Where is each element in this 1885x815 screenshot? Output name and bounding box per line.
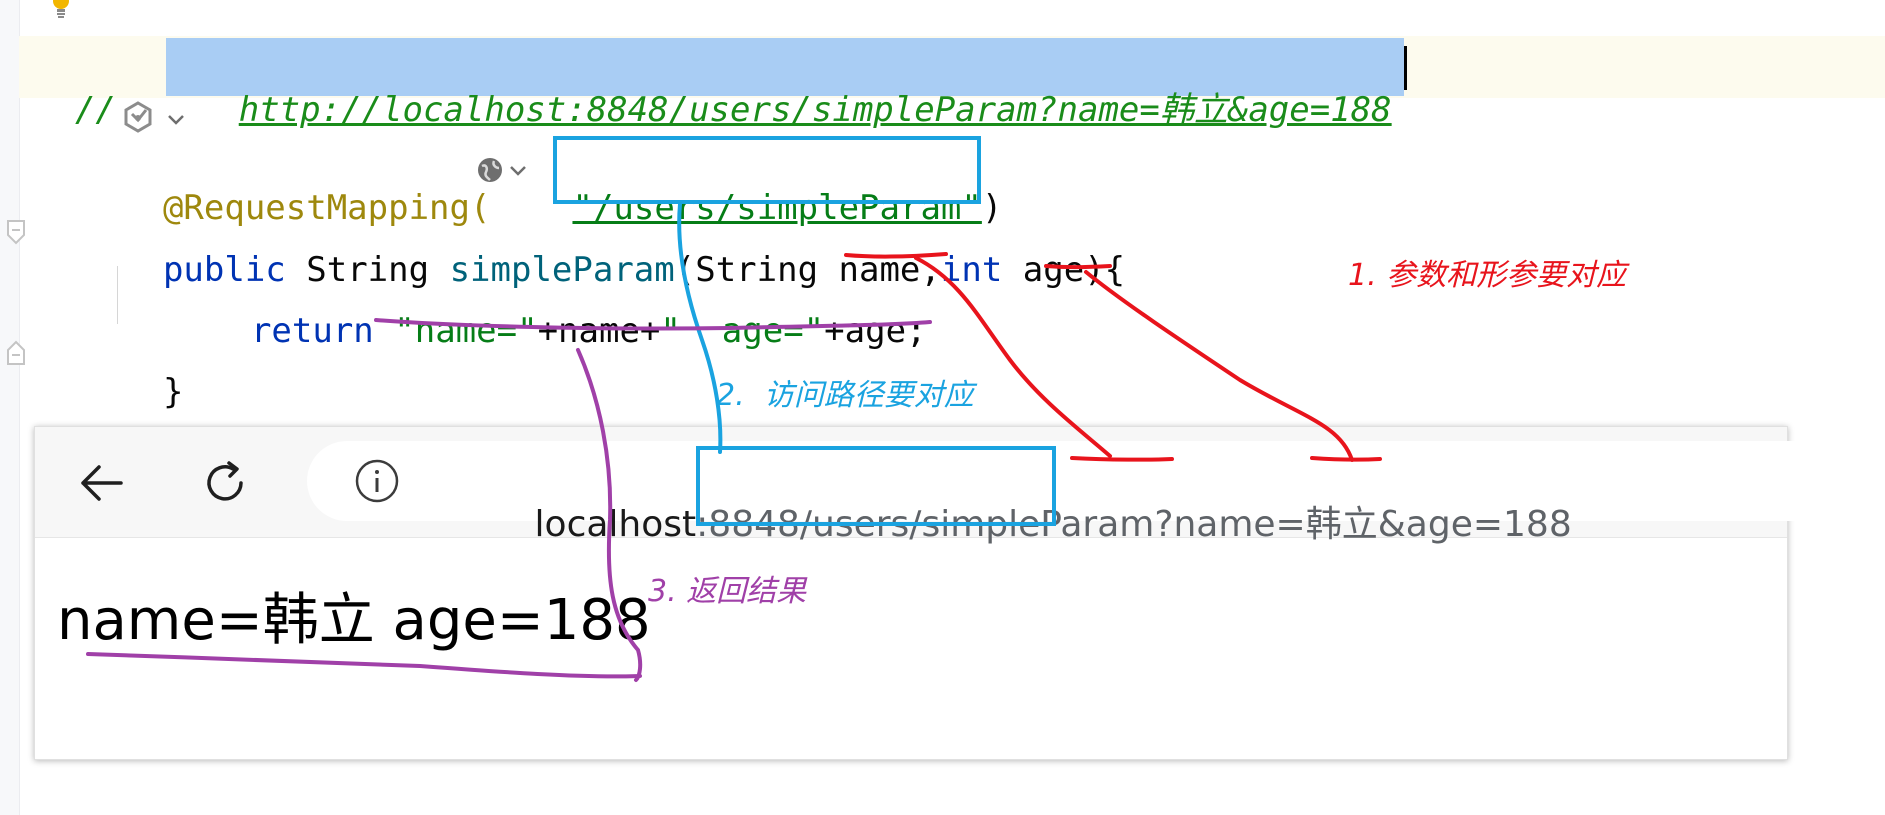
note-params-match: 1. 参数和形参要对应: [1348, 258, 1627, 293]
note-path-match: 2. 访问路径要对应: [716, 378, 974, 413]
text-caret: [1404, 46, 1407, 90]
address-path: :8848/users/simpleParam?name=韩立&age=188: [696, 504, 1572, 545]
close-brace: }: [162, 372, 184, 412]
spring-generate-icon[interactable]: [120, 100, 156, 136]
request-mapping-annotation: @RequestMapping(: [162, 188, 491, 228]
page-response-text: name=韩立 age=188: [57, 588, 651, 653]
string-age-literal: " age=": [660, 311, 825, 351]
fold-end-icon[interactable]: [6, 340, 26, 366]
string-name-literal: "name=": [394, 311, 538, 351]
back-button[interactable]: [71, 453, 131, 513]
lightbulb-icon[interactable]: [50, 0, 72, 20]
return-type: String: [306, 250, 430, 290]
address-bar[interactable]: localhost:8848/users/simpleParam?name=韩立…: [307, 441, 1807, 545]
concat-age: +age;: [824, 311, 927, 351]
method-open-brace: ){: [1084, 250, 1126, 290]
browser-window: localhost:8848/users/simpleParam?name=韩立…: [34, 426, 1807, 760]
closing-brace-line[interactable]: }: [122, 332, 183, 412]
int-keyword: int: [940, 250, 1003, 290]
info-icon[interactable]: [355, 459, 399, 503]
text-selection: [166, 38, 1404, 96]
reload-icon: [207, 461, 243, 501]
method-name[interactable]: simpleParam: [449, 250, 675, 290]
editor-gutter: [0, 0, 20, 815]
chevron-down-icon[interactable]: [166, 113, 186, 127]
globe-chevron-down-icon[interactable]: [508, 164, 528, 178]
return-line[interactable]: return "name="+name+" age="+age;: [210, 271, 927, 351]
public-keyword: public: [162, 250, 286, 290]
reload-button[interactable]: [195, 453, 255, 513]
concat-name: +name+: [537, 311, 661, 351]
note-return-result: 3. 返回结果: [648, 574, 807, 609]
param-age[interactable]: age: [1002, 250, 1085, 290]
return-keyword: return: [250, 311, 374, 351]
fold-start-icon[interactable]: [6, 219, 26, 245]
indent-guide: [117, 266, 118, 324]
annotation-close-paren: ): [981, 188, 1003, 228]
comment-url[interactable]: http://localhost:8848/users/simpleParam?…: [238, 90, 1392, 130]
address-url[interactable]: localhost:8848/users/simpleParam?name=韩立…: [443, 459, 1572, 591]
comment-prefix: //: [74, 90, 116, 130]
globe-icon[interactable]: [476, 156, 504, 184]
comment-line[interactable]: // http://localhost:8848/users/simplePar…: [34, 42, 1392, 131]
address-host: localhost: [534, 504, 697, 545]
back-arrow-icon: [81, 465, 123, 501]
browser-toolbar: localhost:8848/users/simpleParam?name=韩立…: [35, 427, 1807, 545]
